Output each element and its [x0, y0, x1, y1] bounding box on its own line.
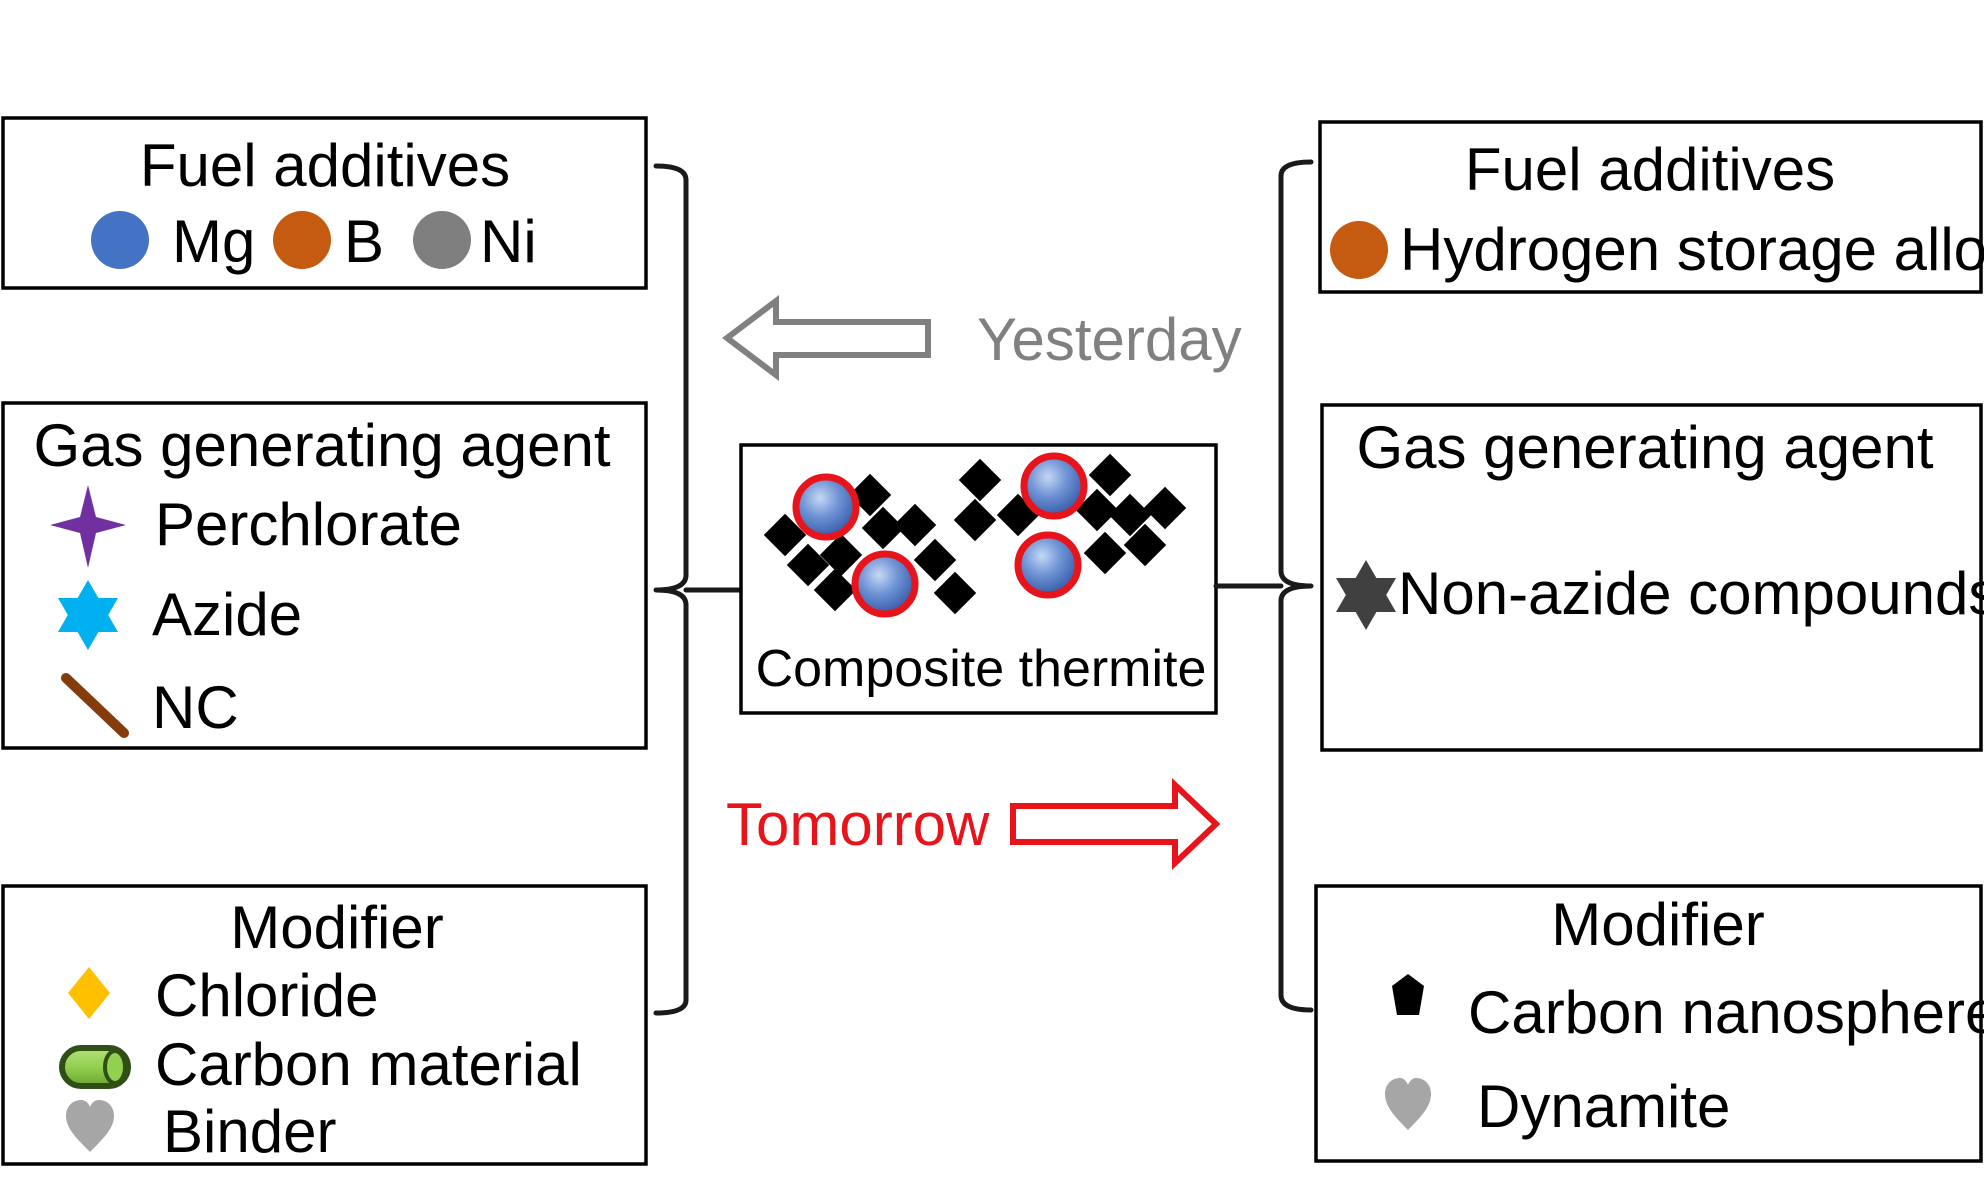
- gray-heart-icon: [66, 1100, 114, 1152]
- right-modifier-item-carbon-nanosphere: Carbon nanosphere: [1468, 979, 1984, 1046]
- right-gas-title: Gas generating agent: [1356, 414, 1933, 481]
- left-fuel-item-b: B: [344, 208, 384, 275]
- orange-circle-icon: [1330, 221, 1388, 279]
- gray-heart-icon: [1385, 1078, 1431, 1130]
- green-cylinder-icon: [59, 1045, 131, 1089]
- cyan-hexagram-icon: [58, 580, 118, 650]
- yellow-diamond-icon: [68, 967, 110, 1019]
- left-modifier-item-chloride: Chloride: [155, 962, 378, 1029]
- right-gas-agent-box: Gas generating agent Non-azide compounds: [1320, 403, 1984, 752]
- right-modifier-title: Modifier: [1551, 891, 1764, 958]
- right-fuel-title: Fuel additives: [1465, 136, 1835, 203]
- left-fuel-title: Fuel additives: [140, 132, 510, 199]
- left-fuel-item-mg: Mg: [172, 208, 255, 275]
- right-modifier-box: Modifier Carbon nanosphere Dynamite: [1314, 884, 1984, 1163]
- right-modifier-item-dynamite: Dynamite: [1477, 1073, 1730, 1140]
- black-pentagon-icon: [1392, 974, 1424, 1015]
- left-arrow-icon: [722, 294, 931, 382]
- yesterday-arrow: Yesterday: [722, 294, 1242, 382]
- orange-circle-icon: [273, 211, 331, 269]
- left-modifier-item-binder: Binder: [163, 1098, 336, 1165]
- tomorrow-label: Tomorrow: [726, 791, 990, 858]
- right-fuel-item-hydrogen-storage-alloy: Hydrogen storage alloy: [1400, 216, 1984, 283]
- left-gas-item-perchlorate: Perchlorate: [155, 491, 462, 558]
- right-fuel-additives-box: Fuel additives Hydrogen storage alloy: [1318, 120, 1984, 294]
- left-gas-item-azide: Azide: [152, 581, 302, 648]
- right-arrow-icon: [1010, 778, 1221, 870]
- yesterday-label: Yesterday: [977, 306, 1242, 373]
- gray-circle-icon: [413, 211, 471, 269]
- left-fuel-item-ni: Ni: [480, 208, 537, 275]
- dark-gray-hexagram-icon: [1336, 560, 1396, 630]
- left-modifier-title: Modifier: [230, 894, 443, 961]
- left-gas-item-nc: NC: [152, 674, 239, 741]
- tomorrow-arrow: Tomorrow: [726, 778, 1221, 870]
- left-modifier-item-carbon-material: Carbon material: [155, 1031, 582, 1098]
- left-gas-title: Gas generating agent: [33, 412, 610, 479]
- purple-star-icon: [50, 485, 126, 568]
- blue-circle-icon: [91, 211, 149, 269]
- left-fuel-additives-box: Fuel additives Mg B Ni: [1, 116, 648, 290]
- left-gas-agent-box: Gas generating agent Perchlorate Azide N…: [1, 401, 648, 750]
- right-bracket: [1213, 159, 1314, 1013]
- composite-thermite-box: Composite thermite: [739, 443, 1218, 715]
- right-gas-item-non-azide-compounds: Non-azide compounds: [1398, 560, 1984, 627]
- composite-thermite-label: Composite thermite: [756, 640, 1207, 698]
- left-bracket: [653, 163, 748, 1016]
- left-modifier-box: Modifier Chloride Carbon material Binder: [1, 884, 648, 1166]
- brown-stick-icon: [61, 673, 129, 738]
